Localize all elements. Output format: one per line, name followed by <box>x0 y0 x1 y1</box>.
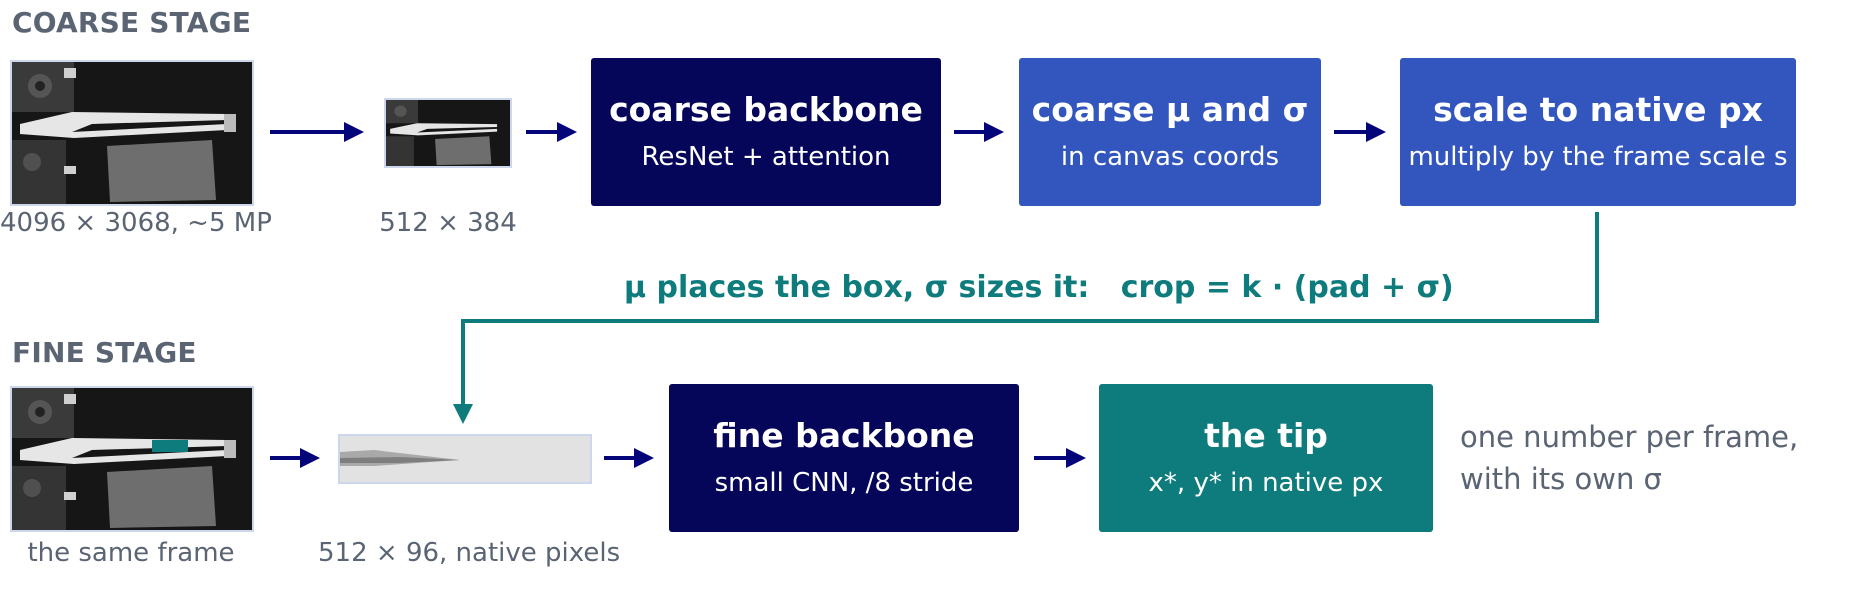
coarse-mu-sigma-box: coarse μ and σ in canvas coords <box>1019 58 1321 206</box>
fine-input-caption: the same frame <box>27 538 235 568</box>
coarse-input-caption: 4096 × 3068, ~5 MP <box>0 208 272 238</box>
coarse-input-frame-image <box>10 60 254 206</box>
coarse-stage-label: COARSE STAGE <box>12 6 252 39</box>
coarse-mu-sigma-subtitle: in canvas coords <box>1060 142 1280 172</box>
crop-region-highlight <box>152 440 188 452</box>
fine-backbone-subtitle: small CNN, /8 stride <box>714 468 974 498</box>
fine-stage-label: FINE STAGE <box>12 336 197 369</box>
scale-to-native-box: scale to native px multiply by the frame… <box>1400 58 1796 206</box>
fine-input-frame-image <box>10 386 254 532</box>
arrow-scale-to-crop <box>453 212 1599 424</box>
tip-output-title: the tip <box>1204 416 1328 455</box>
fine-backbone-title: fine backbone <box>713 416 975 455</box>
native-crop-image <box>338 434 592 484</box>
output-note: one number per frame, with its own σ <box>1460 416 1798 500</box>
tip-output-box: the tip x*, y* in native px <box>1099 384 1433 532</box>
tip-output-subtitle: x*, y* in native px <box>1148 468 1384 498</box>
native-crop-caption: 512 × 96, native pixels <box>318 538 621 568</box>
scale-to-native-subtitle: multiply by the frame scale s <box>1408 142 1788 172</box>
coarse-backbone-box: coarse backbone ResNet + attention <box>591 58 941 206</box>
coarse-backbone-title: coarse backbone <box>609 90 923 129</box>
fine-backbone-box: fine backbone small CNN, /8 stride <box>669 384 1019 532</box>
coarse-mu-sigma-title: coarse μ and σ <box>1031 90 1309 129</box>
coarse-backbone-subtitle: ResNet + attention <box>641 142 891 172</box>
output-note-line-1: one number per frame, <box>1460 420 1799 454</box>
downsampled-frame-image <box>384 98 512 168</box>
output-note-line-2: with its own σ <box>1460 462 1662 496</box>
scale-to-native-title: scale to native px <box>1433 90 1763 129</box>
crop-link-label: μ places the box, σ sizes it: crop = k ·… <box>624 270 1454 305</box>
downsampled-caption: 512 × 384 <box>379 208 517 238</box>
